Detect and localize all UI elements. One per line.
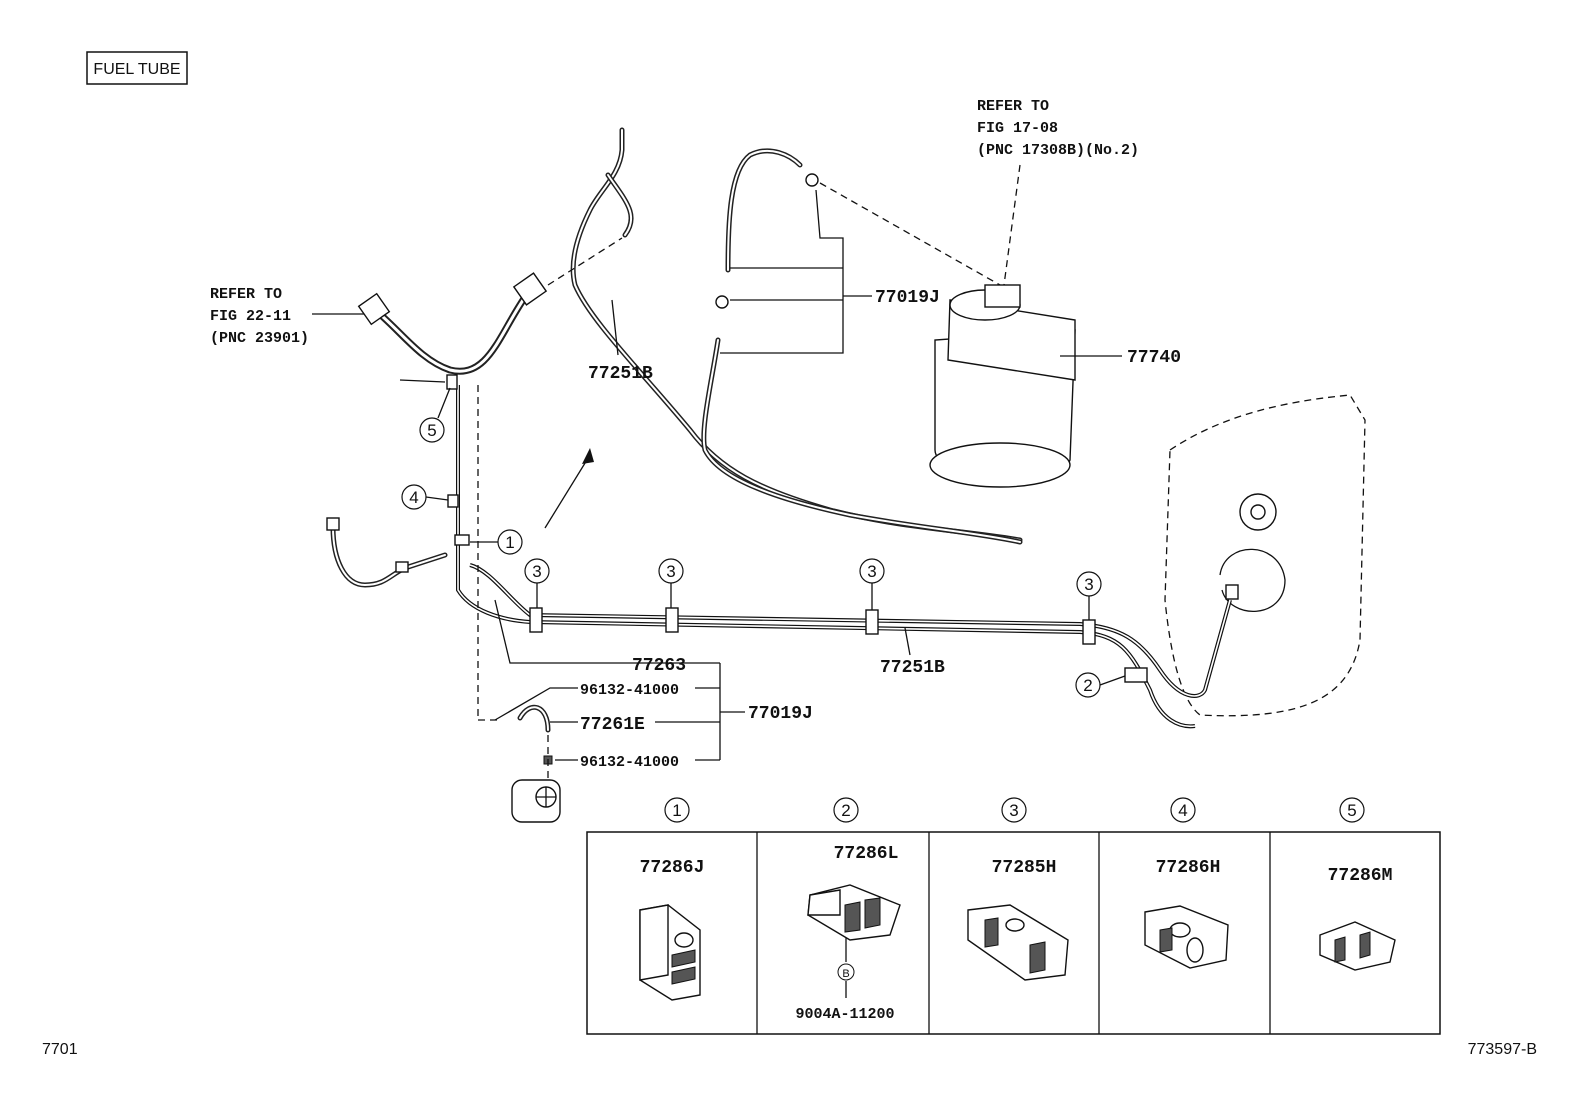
clip-77285H-drawing <box>967 904 1069 981</box>
callout-4: 4 <box>401 484 449 510</box>
label-77019J-lower: 77019J <box>748 704 813 724</box>
label-77251B-upper: 77251B <box>588 364 653 384</box>
table-header-4: 4 <box>1170 797 1196 823</box>
cell-77286J: 77286J <box>640 858 705 878</box>
clip-77286H-drawing <box>1144 905 1229 969</box>
cell-77286L: 77286L <box>834 844 899 864</box>
svg-text:1: 1 <box>505 533 514 552</box>
table-header-1: 1 <box>664 797 690 823</box>
detail-table: 1 2 3 4 5 77286J 77286L <box>586 797 1441 1035</box>
callout-3d: 3 <box>1076 571 1102 620</box>
label-77263: 77263 <box>632 656 686 676</box>
table-header-2: 2 <box>833 797 859 823</box>
label-77019J-upper: 77019J <box>875 288 940 308</box>
charcoal-canister: 77740 <box>929 284 1181 488</box>
svg-text:3: 3 <box>1009 801 1018 820</box>
label-77251B-lower: 77251B <box>880 658 945 678</box>
refer-canister-line3: (PNC 17308B)(No.2) <box>977 142 1139 159</box>
lower-parts-cluster: 77263 96132-41000 77261E 96132-41000 770… <box>494 599 813 823</box>
refer-filler-line3: (PNC 23901) <box>210 330 309 347</box>
svg-text:2: 2 <box>1083 676 1092 695</box>
svg-text:5: 5 <box>1347 801 1356 820</box>
svg-text:5: 5 <box>427 421 436 440</box>
table-header-3: 3 <box>1001 797 1027 823</box>
footer-right: 773597-B <box>1468 1041 1537 1058</box>
vapor-hose-upper: 77019J <box>701 148 1023 545</box>
direction-arrow <box>544 448 594 529</box>
side-hose <box>326 517 448 588</box>
callout-3b: 3 <box>658 558 684 608</box>
svg-text:3: 3 <box>532 562 541 581</box>
clip-77286M-drawing <box>1319 921 1396 971</box>
fuel-tank <box>1164 394 1366 717</box>
refer-canister-note: REFER TO FIG 17-08 (PNC 17308B)(No.2) <box>977 98 1139 286</box>
svg-text:3: 3 <box>666 562 675 581</box>
refer-canister-line2: FIG 17-08 <box>977 120 1058 137</box>
svg-text:2: 2 <box>841 801 850 820</box>
refer-canister-line1: REFER TO <box>977 98 1049 115</box>
table-header-5: 5 <box>1339 797 1365 823</box>
clip-77286J-drawing <box>639 904 701 1001</box>
svg-text:1: 1 <box>672 801 681 820</box>
cell-77286M: 77286M <box>1328 866 1393 886</box>
callout-1: 1 <box>470 529 523 555</box>
callout-3c: 3 <box>859 558 885 610</box>
svg-text:4: 4 <box>1178 801 1187 820</box>
sub-marker-B: B <box>842 968 849 980</box>
refer-filler-line1: REFER TO <box>210 286 282 303</box>
label-77261E: 77261E <box>580 715 645 735</box>
title-box: FUEL TUBE <box>86 51 188 85</box>
cell-9004A-11200: 9004A-11200 <box>795 1006 894 1023</box>
label-77740: 77740 <box>1127 348 1181 368</box>
svg-text:3: 3 <box>867 562 876 581</box>
refer-filler-line2: FIG 22-11 <box>210 308 291 325</box>
svg-text:4: 4 <box>409 488 418 507</box>
callout-2: 2 <box>1075 672 1126 698</box>
callout-3a: 3 <box>524 558 550 608</box>
label-96132-top: 96132-41000 <box>580 682 679 699</box>
main-fuel-pipe: 77251B <box>456 385 1232 729</box>
svg-text:3: 3 <box>1084 575 1093 594</box>
label-96132-bottom: 96132-41000 <box>580 754 679 771</box>
clamps-3 <box>399 374 1148 683</box>
footer-left: 7701 <box>42 1041 78 1058</box>
filler-hose <box>357 272 548 375</box>
callout-5: 5 <box>419 387 451 443</box>
cell-77286H: 77286H <box>1156 858 1221 878</box>
cell-77285H: 77285H <box>992 858 1057 878</box>
refer-filler-note: REFER TO FIG 22-11 (PNC 23901) <box>210 286 370 347</box>
title-text: FUEL TUBE <box>93 61 180 78</box>
clip-77286L-drawing: B <box>807 884 901 998</box>
